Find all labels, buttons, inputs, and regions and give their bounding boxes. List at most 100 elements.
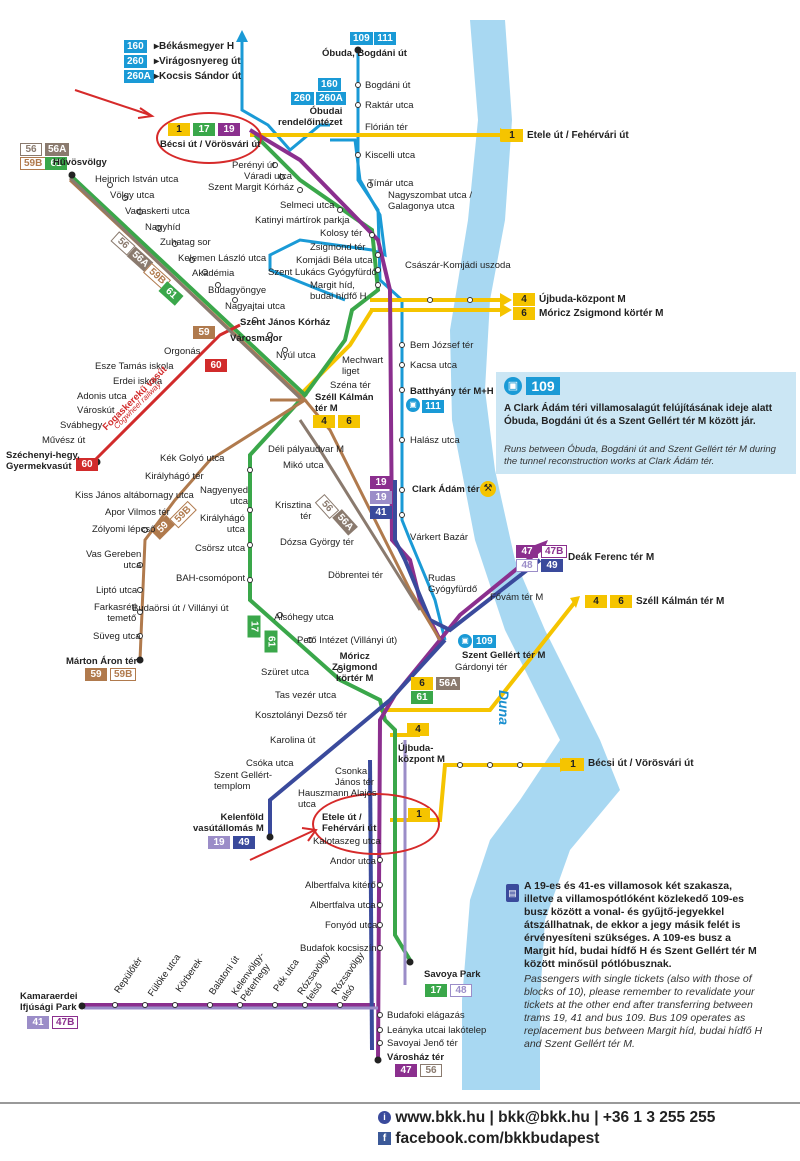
line-badge-61: 61 — [411, 691, 433, 704]
destination-deak: Deák Ferenc tér M — [568, 552, 655, 563]
stop-label: Apor Vilmos tér — [105, 507, 170, 518]
line-badge: 260 — [124, 55, 147, 68]
line-badge-60: 60 — [205, 359, 227, 372]
destination-label: ▸Békásmegyer H — [154, 41, 235, 52]
stop-label: Vas Gereben utca — [86, 549, 142, 571]
stop-label: Albertfalva utca — [310, 900, 376, 911]
line-badge-1: 1 — [501, 129, 523, 142]
stop-label: Katinyi mártírok parkja — [255, 215, 350, 226]
stop-label: Fonyód utca — [325, 920, 378, 931]
stop-label: Clark Ádám tér — [412, 484, 480, 495]
line-badge-17: 17 — [425, 984, 447, 997]
stop-label: Dózsa György tér — [280, 537, 354, 548]
line-badge-4: 4 — [407, 723, 429, 736]
destination-etele: Etele út / Fehérvári út — [527, 130, 629, 141]
stop-label: Szüret utca — [261, 667, 310, 678]
line-badge-111: 111 — [422, 400, 444, 413]
highlight-ring-becsi — [156, 112, 262, 164]
stop-label: Nagyenyed utca — [200, 485, 249, 507]
stop-label: Márton Áron tér — [66, 656, 138, 667]
stop-label: Várkert Bazár — [410, 532, 469, 543]
line-badge-56: 56 — [20, 143, 42, 156]
line-badge-260A: 260A — [316, 92, 346, 105]
stop-label: Erdei iskola — [113, 376, 163, 387]
line-badge-59: 59 — [193, 326, 215, 339]
stop-label: Csörsz utca — [195, 543, 246, 554]
stop-label: Mechwart liget — [342, 355, 384, 377]
stop-label: Fővám tér M — [490, 592, 544, 603]
stop-label: Pető Intézet (Villányi út) — [297, 635, 398, 646]
line-badge-49: 49 — [541, 559, 563, 572]
stop-label: Gárdonyi tér — [455, 662, 508, 673]
stop-label: Nagyhíd — [145, 222, 181, 233]
stop-label: Hauszmann Alajos utca — [298, 788, 377, 810]
note-text-hu: A 19-es és 41-es villamosok két szakasza… — [524, 880, 757, 970]
stop-label: Hűvösvölgy — [53, 157, 107, 168]
stop-label: Adonis utca — [77, 391, 127, 402]
destination-moricz: Móricz Zsigmond körtér M — [539, 308, 664, 319]
highlight-ring-etele — [312, 793, 440, 855]
stop-label: Kelemen László utca — [178, 253, 267, 264]
line-gray — [68, 176, 422, 611]
stop-label: Albertfalva kitérő — [305, 880, 376, 891]
stop-label: Esze Tamás iskola — [95, 361, 174, 372]
stop-label: Csóka utca — [246, 758, 294, 769]
stop-label: Zsigmond tér — [310, 242, 366, 253]
stop-label: Széll Kálmán tér M — [315, 392, 374, 414]
line-badge-109: 109 — [350, 32, 373, 45]
stop-label: Széna tér — [330, 380, 371, 391]
stop-label: Akadémia — [192, 268, 235, 279]
line-badge-19: 19 — [370, 491, 392, 504]
footer-divider — [0, 1102, 800, 1104]
stop-label: Halász utca — [410, 435, 460, 446]
note-text-en: Passengers with single tickets (also wit… — [524, 973, 763, 1050]
stop-label: Komjádi Béla utca — [296, 255, 373, 266]
line-badge-6: 6 — [338, 415, 360, 428]
line-badge-59B: 59B — [20, 157, 47, 170]
destination-label: ▸Virágosnyereg út — [154, 56, 241, 67]
stop-label: Budafok kocsiszín — [300, 943, 377, 954]
stop-label: Szent Gellért- templom — [214, 770, 273, 792]
stop-label: Zólyomi lépcső — [92, 524, 156, 535]
stop-label: Városkút — [77, 405, 115, 416]
facebook-icon: f — [378, 1132, 391, 1146]
stop-label: Császár-Komjádi uszoda — [405, 260, 511, 271]
stop-label: Szent Gellért tér M — [462, 650, 546, 661]
stop-label: Széchenyi-hegy, Gyermekvasút — [6, 450, 80, 472]
stop-label: Karolina út — [270, 735, 316, 746]
footer-contact-text[interactable]: www.bkk.hu | bkk@bkk.hu | +36 1 3 255 25… — [395, 1109, 716, 1126]
stop-label: Kelenföld vasútállomás M — [193, 812, 264, 834]
line-lightpurple — [84, 740, 407, 1010]
stop-label: Selmeci utca — [280, 200, 335, 211]
info-text-en: Runs between Óbuda, Bogdáni út and Szent… — [504, 444, 776, 467]
line-badge-1: 1 — [168, 123, 190, 136]
stop-label: Kamaraerdei Ifjúsági Park — [20, 991, 78, 1013]
stop-label: Budagyöngye — [208, 285, 267, 296]
stop-label: Savoyai Jenő tér — [387, 1038, 458, 1049]
stop-label: Margit híd, budai hídfő H — [310, 280, 367, 302]
line-badge-47: 47 — [516, 545, 538, 558]
line-red — [93, 323, 241, 462]
stop-label: Heinrich István utca — [95, 174, 179, 185]
stop-label: Királyhágó tér — [145, 471, 204, 482]
stop-label: Mikó utca — [283, 460, 324, 471]
stop-label: Budaörsi út / Villányi út — [132, 603, 229, 614]
stop-label: Flórián tér — [365, 122, 408, 133]
stop-label: Vadaskerti utca — [125, 206, 190, 217]
stop-label: Bogdáni út — [365, 80, 411, 91]
destination-label: ▸Kocsis Sándor út — [154, 71, 242, 82]
footer-facebook: f facebook.com/bkkbudapest — [378, 1130, 599, 1148]
line-badge-59: 59 — [85, 668, 107, 681]
info-icon: i — [378, 1111, 391, 1125]
stop-label: Déli pályaudvar M — [268, 444, 345, 455]
danube-river — [432, 20, 620, 1090]
footer-facebook-link[interactable]: facebook.com/bkkbudapest — [395, 1130, 600, 1147]
stop-label: Kalotaszeg utca — [313, 836, 381, 847]
stop-label: Csonka János tér — [335, 766, 375, 788]
destination-ujbuda: Újbuda-központ M — [539, 294, 626, 305]
stop-label: Orgonás — [164, 346, 201, 357]
line-badge-6: 6 — [610, 595, 632, 608]
bus-icon: ▣ — [406, 398, 420, 412]
line-badge-111: 111 — [374, 32, 396, 45]
line-badge-47B: 47B — [541, 545, 568, 558]
